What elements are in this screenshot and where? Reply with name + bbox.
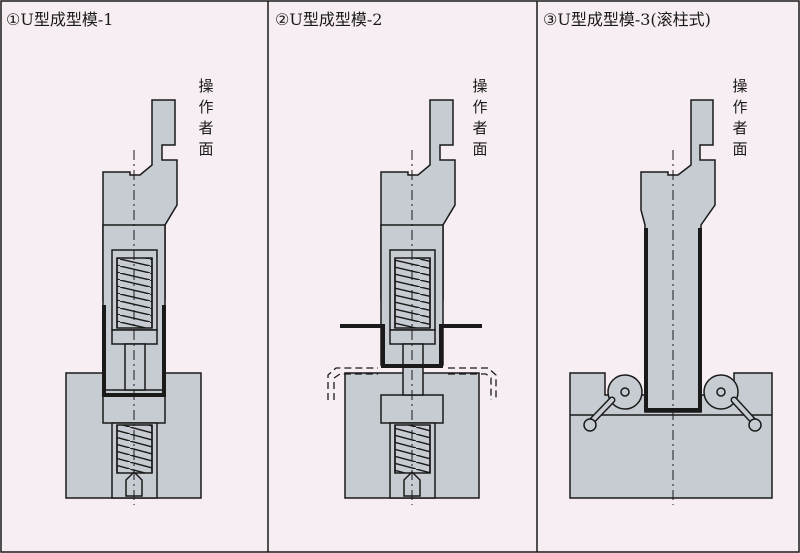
panel-3-right-roller bbox=[703, 374, 739, 410]
panel-3-drawing bbox=[569, 99, 773, 505]
panel-3-left-roller bbox=[607, 374, 643, 410]
panel-1-title: ①U型成型模-1 bbox=[6, 10, 114, 29]
panel-2-drawing bbox=[327, 99, 497, 505]
panel-3-title: ③U型成型模-3(滚柱式) bbox=[543, 10, 711, 29]
panel-1-drawing bbox=[65, 99, 202, 505]
panel-3-side-label: 操作者面 bbox=[732, 77, 748, 158]
panel-2-title: ②U型成型模-2 bbox=[275, 10, 383, 29]
panel-2-side-label: 操作者面 bbox=[472, 77, 488, 158]
panel-3-punch bbox=[640, 99, 716, 413]
panel-1-pin bbox=[124, 343, 146, 391]
panel-1-side-label: 操作者面 bbox=[198, 77, 214, 158]
